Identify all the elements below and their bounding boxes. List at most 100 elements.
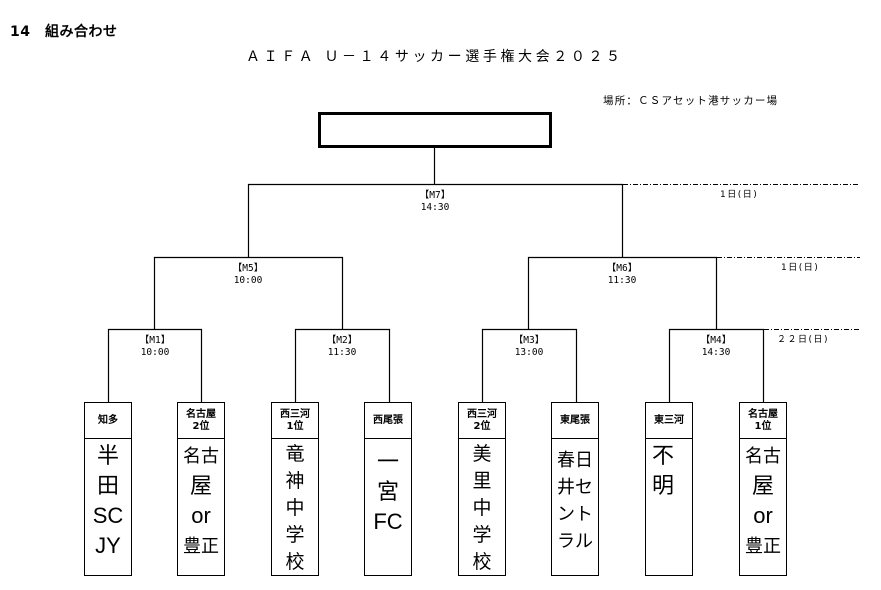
match-time: 11:30 (327, 347, 357, 358)
match-m5: 【M5】 10:00 (218, 263, 278, 287)
region-rank: 2位 (192, 420, 210, 432)
team-name-line: 学 (472, 525, 492, 546)
m7-bracket (247, 183, 624, 257)
team-name-line: 屋 (751, 473, 774, 498)
team-name-line: 校 (472, 552, 492, 573)
team-name-line: 豊正 (183, 536, 219, 556)
region-name: 東三河 (654, 414, 684, 426)
team-name: 竜 神 中 学 校 (272, 439, 318, 576)
team-name: 春日 井セ ント ラル (552, 439, 598, 555)
m4-bracket (668, 328, 765, 402)
match-time: 13:00 (514, 347, 544, 358)
team-name: 美 里 中 学 校 (459, 439, 505, 576)
region-name: 東尾張 (560, 414, 590, 426)
match-m3: 【M3】 13:00 (499, 335, 559, 359)
team-region: 知多 (85, 403, 131, 439)
team-name: 不 明 (646, 439, 692, 501)
m6-bracket (527, 256, 718, 329)
team-name-line: 不 (652, 443, 675, 468)
day-label-semifinal: 1日(日) (781, 263, 820, 273)
team-name: 名古 屋 or 豊正 (178, 439, 224, 561)
match-id: 【M6】 (606, 263, 638, 274)
region-name: 西三河 (280, 408, 310, 420)
team-name-line: 中 (285, 498, 305, 519)
team-box: 西尾張 一 宮 FC (364, 402, 412, 576)
region-name: 西尾張 (373, 414, 403, 426)
team-name-line: JY (95, 533, 121, 558)
match-time: 11:30 (607, 275, 637, 286)
team-box: 知多 半 田 SC JY (84, 402, 132, 576)
team-name-line: SC (92, 503, 124, 528)
region-name: 名古屋 (186, 408, 216, 420)
match-m7: 【M7】 14:30 (405, 190, 465, 214)
match-id: 【M3】 (513, 335, 545, 346)
match-m2: 【M2】 11:30 (312, 335, 372, 359)
team-name-line: 井セ (557, 477, 593, 497)
m1-bracket (107, 328, 203, 402)
match-time: 14:30 (701, 347, 731, 358)
day-label-final: 1日(日) (720, 190, 759, 200)
team-name-line: 美 (472, 444, 492, 465)
team-name-line: 屋 (189, 473, 212, 498)
team-region: 西尾張 (365, 403, 411, 439)
region-name: 知多 (98, 414, 118, 426)
match-id: 【M4】 (700, 335, 732, 346)
team-name-line: 校 (285, 552, 305, 573)
team-name-line: FC (373, 509, 403, 534)
region-name: 名古屋 (748, 408, 778, 420)
m5-bracket (153, 256, 344, 329)
team-name-line: 神 (285, 471, 305, 492)
team-name-line: ラル (557, 531, 593, 551)
team-name-line: 半 (96, 443, 119, 468)
match-time: 10:00 (233, 275, 263, 286)
region-rank: 2位 (473, 420, 491, 432)
venue-label: 場所：ＣＳアセット港サッカー場 (603, 95, 779, 107)
match-id: 【M2】 (326, 335, 358, 346)
team-name-line: 春日 (557, 450, 593, 470)
team-name-line: ント (557, 504, 593, 524)
team-name-line: 学 (285, 525, 305, 546)
match-m6: 【M6】 11:30 (592, 263, 652, 287)
match-time: 10:00 (140, 347, 170, 358)
team-name-line: 宮 (376, 479, 399, 504)
match-time: 14:30 (420, 202, 450, 213)
match-m4: 【M4】 14:30 (686, 335, 746, 359)
team-name: 半 田 SC JY (85, 439, 131, 561)
champion-box (318, 112, 552, 148)
team-box: 東三河 不 明 (645, 402, 693, 576)
match-m1: 【M1】 10:00 (125, 335, 185, 359)
match-id: 【M7】 (419, 190, 451, 201)
team-name-line: or (753, 503, 773, 528)
team-name-line: 中 (472, 498, 492, 519)
team-name-line: 明 (652, 473, 675, 498)
team-box: 東尾張 春日 井セ ント ラル (551, 402, 599, 576)
team-region: 東三河 (646, 403, 692, 439)
region-rank: 1位 (754, 420, 772, 432)
day-label-first-round: ２２日(日) (777, 335, 830, 345)
team-name-line: 田 (96, 473, 119, 498)
team-name-line: or (191, 503, 211, 528)
team-name-line: 一 (376, 449, 399, 474)
m3-bracket (481, 328, 578, 402)
match-id: 【M1】 (139, 335, 171, 346)
m2-bracket (294, 328, 391, 402)
team-name-line: 豊正 (745, 536, 781, 556)
region-rank: 1位 (286, 420, 304, 432)
team-name-line: 名古 (745, 446, 781, 466)
section-title: 14 組み合わせ (10, 24, 118, 40)
team-name: 名古 屋 or 豊正 (740, 439, 786, 561)
tournament-title: ＡＩＦＡ Ｕ－１４サッカー選手権大会２０２５ (246, 49, 624, 65)
team-name: 一 宮 FC (365, 439, 411, 537)
match-id: 【M5】 (232, 263, 264, 274)
team-name-line: 里 (472, 471, 492, 492)
region-name: 西三河 (467, 408, 497, 420)
